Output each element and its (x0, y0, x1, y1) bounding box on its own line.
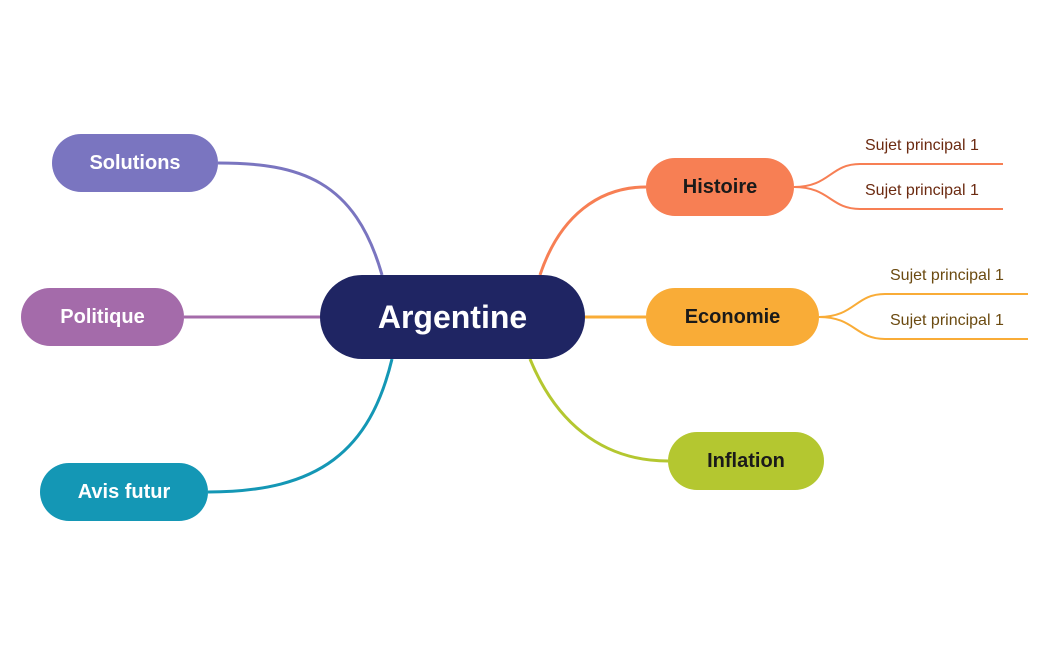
connector-inflation (528, 358, 669, 463)
branch-node-solutions[interactable]: Solutions (52, 134, 218, 192)
connector-histoire (538, 185, 647, 276)
branch-node-politique[interactable]: Politique (21, 288, 184, 346)
connector-histoire-sub-2 (793, 186, 1003, 210)
connector-avis-futur (207, 358, 394, 494)
branch-label-economie: Economie (684, 305, 781, 328)
subtopic-economie-2[interactable]: Sujet principal 1 (890, 312, 1004, 329)
branch-label-inflation: Inflation (707, 449, 785, 472)
branch-node-histoire[interactable]: Histoire (646, 158, 794, 216)
central-topic-label: Argentine (377, 298, 528, 335)
subtopic-histoire-1[interactable]: Sujet principal 1 (865, 137, 979, 154)
branch-node-economie[interactable]: Economie (646, 288, 819, 346)
branch-label-solutions: Solutions (89, 151, 181, 174)
connector-economie-sub-2 (818, 316, 1028, 340)
branch-label-politique: Politique (60, 305, 145, 328)
branch-label-histoire: Histoire (682, 175, 758, 198)
branch-node-avis-futur[interactable]: Avis futur (40, 463, 208, 521)
connector-solutions (217, 161, 384, 276)
connector-histoire-sub-1 (793, 163, 1003, 188)
branch-label-avis-futur: Avis futur (77, 480, 171, 503)
connector-economie-sub-1 (818, 293, 1028, 318)
branch-node-inflation[interactable]: Inflation (668, 432, 824, 490)
subtopic-histoire-2[interactable]: Sujet principal 1 (865, 182, 979, 199)
central-topic-node[interactable]: Argentine (320, 275, 585, 359)
subtopic-economie-1[interactable]: Sujet principal 1 (890, 267, 1004, 284)
